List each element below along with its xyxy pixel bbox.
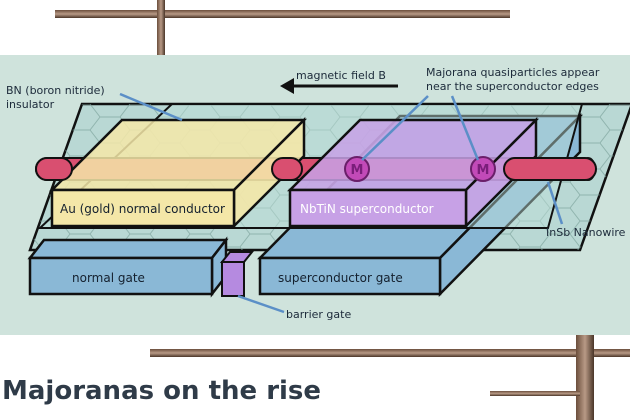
leader-majorana-right [450,95,480,161]
bn-insulator-label-line2: insulator [6,98,55,111]
majorana-marker-right: M [470,156,496,182]
superconductor-gate-label: superconductor gate [278,271,403,285]
decorative-frame [55,0,630,420]
majorana-symbol-left: M [351,163,364,178]
leader-barrier [237,294,285,314]
normal-gate-label: normal gate [72,271,145,285]
leader-lines [119,92,564,314]
bn-insulator-label: BN (boron nitride) insulator [6,84,108,111]
page-title: Majoranas on the rise [2,376,322,406]
majorana-note-line1: Majorana quasiparticles appear [426,66,600,79]
magnetic-field-label: magnetic field B [296,69,386,82]
nanowire-label: InSb Nanowire [546,226,626,239]
majorana-symbol-right: M [477,163,490,178]
bn-insulator-label-line1: BN (boron nitride) [6,84,105,97]
nanowire-segment-middle [271,157,303,181]
majorana-note-label: Majorana quasiparticles appear near the … [426,66,603,93]
frame-bar-bottom [150,349,630,357]
magnetic-field-arrow [280,78,398,94]
leader-nanowire [546,181,564,225]
gold-conductor-block [48,116,308,230]
majorana-marker-left: M [344,156,370,182]
barrier-gate [219,251,255,297]
barrier-gate-label: barrier gate [286,308,351,321]
gold-conductor-label: Au (gold) normal conductor [60,202,225,216]
normal-gate [27,236,229,298]
frame-post-top [157,0,165,75]
nanowire-segment-left [35,157,73,181]
frame-bar-top [55,10,510,18]
leader-majorana-left [361,95,429,161]
nanowire-segment-right [503,157,597,181]
nbtin-label: NbTiN superconductor [300,202,434,216]
leader-bn [119,92,183,122]
frame-bar-small [490,391,580,396]
frame-post-right [576,322,594,420]
majorana-note-line2: near the superconductor edges [426,80,599,93]
